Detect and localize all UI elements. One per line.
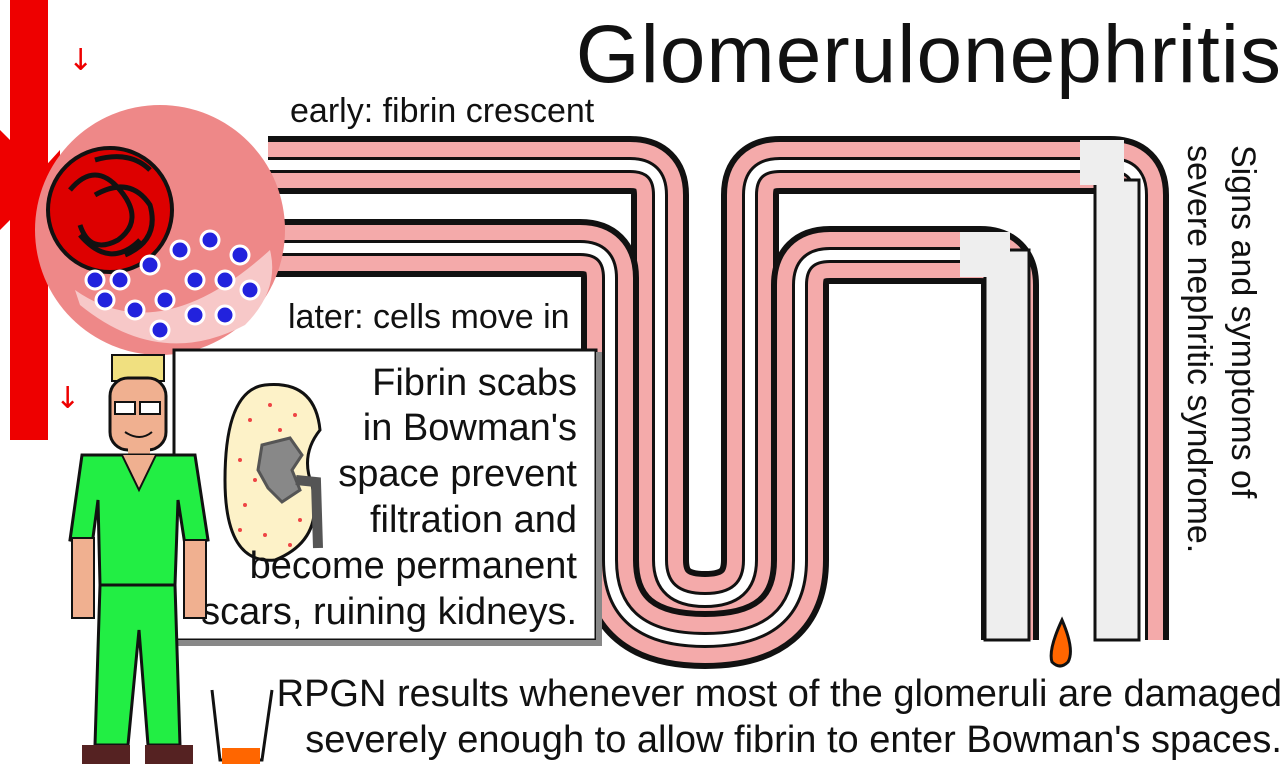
urine-drop-icon	[1051, 620, 1070, 666]
label-early-fibrin-crescent: early: fibrin crescent	[290, 92, 595, 130]
kidney-illustration	[225, 385, 320, 561]
bowmans-capsule	[35, 105, 285, 355]
svg-text:RPGN results whenever most of: RPGN results whenever most of the glomer…	[277, 673, 1282, 715]
bottom-caption: RPGN results whenever most of the glomer…	[277, 673, 1282, 761]
svg-text:severely enough to allow fibri: severely enough to allow fibrin to enter…	[305, 719, 1282, 761]
svg-text:become permanent: become permanent	[250, 545, 578, 587]
svg-text:Fibrin scabs: Fibrin scabs	[372, 362, 577, 404]
svg-text:severe nephritic syndrome.: severe nephritic syndrome.	[1180, 145, 1218, 553]
flow-arrow-icon: ↓	[68, 43, 93, 78]
label-later-cells-move-in: later: cells move in	[288, 298, 570, 336]
svg-text:Signs and symptoms of: Signs and symptoms of	[1224, 145, 1262, 499]
svg-text:filtration and: filtration and	[370, 499, 577, 541]
svg-text:scars, ruining kidneys.: scars, ruining kidneys.	[201, 591, 577, 633]
svg-text:space prevent: space prevent	[338, 453, 577, 495]
page-title: Glomerulonephritis	[576, 9, 1282, 100]
svg-text:in Bowman's: in Bowman's	[363, 407, 577, 449]
flow-arrow-icon: ↓	[55, 381, 80, 416]
side-caption: Signs and symptoms of severe nephritic s…	[1180, 145, 1262, 553]
capillary-tuft	[48, 148, 172, 272]
urine-cup-icon	[212, 690, 272, 764]
fibrin-scabs-box: Fibrin scabs in Bowman's space prevent f…	[174, 350, 602, 646]
